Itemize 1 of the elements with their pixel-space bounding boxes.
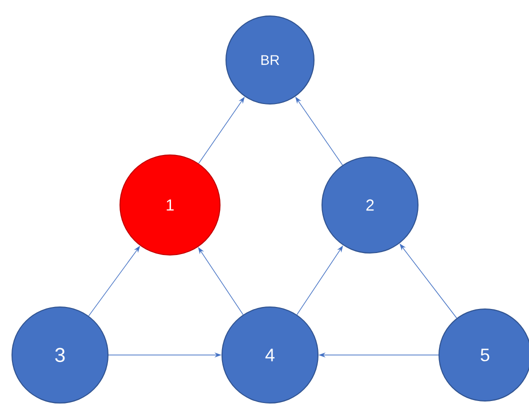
arrow (400, 244, 458, 318)
